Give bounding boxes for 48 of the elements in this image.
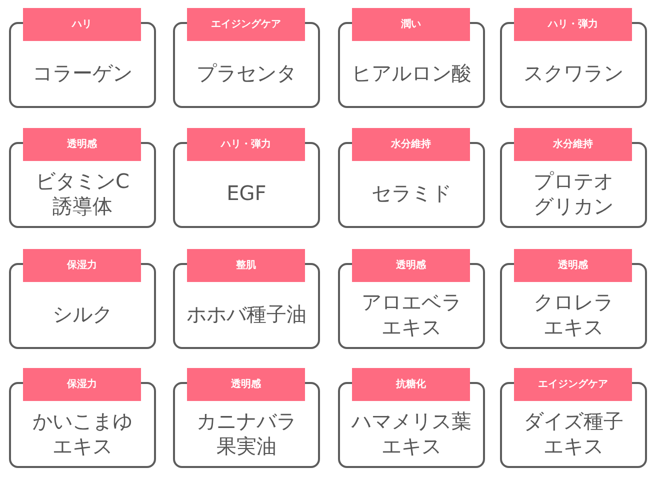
category-tag: 透明感 xyxy=(352,249,470,282)
category-tag: 透明感 xyxy=(187,368,305,401)
card xyxy=(9,368,156,468)
ingredient-name: ハマメリス葉エキス xyxy=(350,408,472,458)
card xyxy=(9,249,156,349)
category-tag: ハリ・弾力 xyxy=(187,128,305,161)
ingredient-name: かいこまゆエキス xyxy=(32,408,134,458)
category-tag: 潤い xyxy=(352,8,470,41)
category-tag: 保湿力 xyxy=(23,249,141,282)
category-tag: 抗糖化 xyxy=(352,368,470,401)
ingredient-name: ヒアルロン酸 xyxy=(350,61,472,86)
card xyxy=(338,128,485,228)
card xyxy=(500,128,647,228)
card xyxy=(9,8,156,108)
category-tag: ハリ・弾力 xyxy=(514,8,632,41)
ingredient-name: シルク xyxy=(52,302,114,327)
card xyxy=(173,249,320,349)
card xyxy=(173,368,320,468)
ingredient-name: ダイズ種子エキス xyxy=(522,408,624,458)
category-tag: エイジングケア xyxy=(514,368,632,401)
card xyxy=(173,8,320,108)
ingredient-name: プロテオグリカン xyxy=(532,168,614,218)
ingredient-name: クロレラエキス xyxy=(532,290,614,340)
card xyxy=(338,8,485,108)
card xyxy=(173,128,320,228)
ingredient-name: ビタミンC誘導体 xyxy=(34,168,130,218)
category-tag: ハリ xyxy=(23,8,141,41)
ingredient-name: コラーゲン xyxy=(32,61,134,86)
card xyxy=(9,128,156,228)
category-tag: 整肌 xyxy=(187,249,305,282)
ingredient-name: カニナバラ果実油 xyxy=(196,408,298,458)
category-tag: 水分維持 xyxy=(352,128,470,161)
ingredient-name: プラセンタ xyxy=(196,61,298,86)
card xyxy=(500,8,647,108)
category-tag: エイジングケア xyxy=(187,8,305,41)
ingredient-name: アロエベラエキス xyxy=(360,290,462,340)
category-tag: 透明感 xyxy=(514,249,632,282)
ingredient-name: スクワラン xyxy=(522,61,624,86)
card xyxy=(338,368,485,468)
ingredient-name: EGF xyxy=(226,181,268,206)
card xyxy=(500,368,647,468)
ingredient-name: ホホバ種子油 xyxy=(186,302,308,327)
category-tag: 水分維持 xyxy=(514,128,632,161)
card xyxy=(338,249,485,349)
category-tag: 保湿力 xyxy=(23,368,141,401)
category-tag: 透明感 xyxy=(23,128,141,161)
ingredient-name: セラミド xyxy=(370,181,452,206)
card xyxy=(500,249,647,349)
